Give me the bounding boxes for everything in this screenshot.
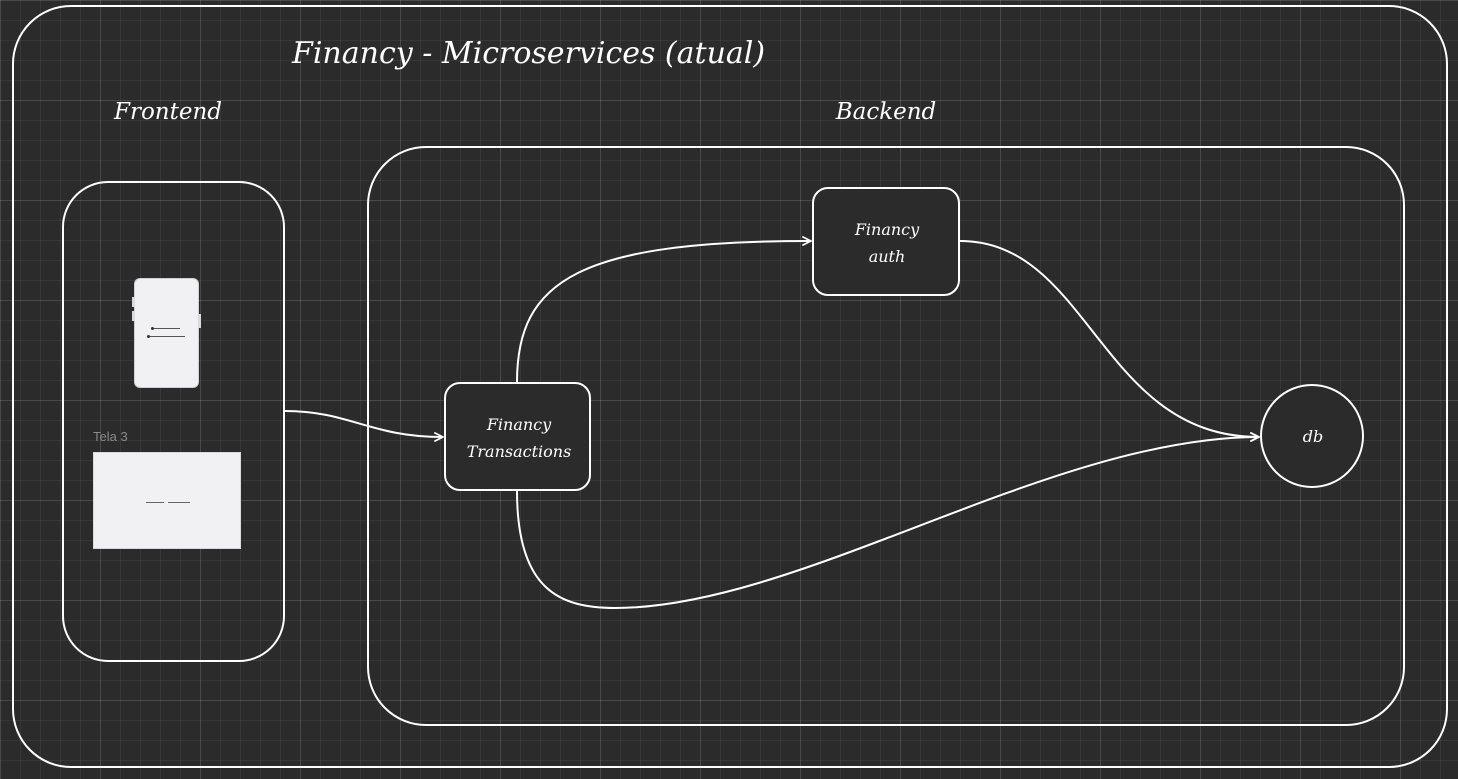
phone-content-dot: [147, 335, 150, 338]
desktop-frame-thumbnail[interactable]: [93, 452, 241, 549]
node-db[interactable]: db: [1260, 384, 1364, 488]
node-transactions-line2: Transactions: [467, 442, 572, 461]
node-auth-line1: Financy: [854, 220, 920, 239]
connector-transactions-to-db[interactable]: [516, 432, 1260, 610]
frontend-label: Frontend: [113, 99, 222, 125]
backend-label: Backend: [835, 99, 937, 125]
connector-transactions-to-auth[interactable]: [516, 236, 812, 383]
desktop-frame-label[interactable]: Tela 3: [93, 429, 128, 444]
outer-container[interactable]: [12, 5, 1448, 768]
mobile-frame-thumbnail[interactable]: [132, 279, 201, 387]
node-financy-auth[interactable]: Financy auth: [812, 187, 960, 296]
desktop-content-line: [146, 502, 164, 503]
phone-side-button: [132, 297, 135, 307]
connector-frontend-to-transactions[interactable]: [284, 410, 444, 442]
node-transactions-line1: Financy: [486, 415, 552, 434]
phone-side-button: [198, 314, 201, 328]
node-auth-line2: auth: [869, 247, 906, 266]
node-financy-transactions[interactable]: Financy Transactions: [444, 382, 591, 491]
phone-content-line: [150, 336, 185, 337]
desktop-content-line: [168, 502, 190, 503]
diagram-title: Financy - Microservices (atual): [291, 36, 765, 71]
connector-auth-to-db[interactable]: [959, 240, 1260, 442]
phone-side-button: [132, 311, 135, 321]
node-db-label: db: [1303, 427, 1323, 446]
phone-content-dot: [151, 327, 154, 330]
frontend-container[interactable]: [62, 181, 285, 662]
phone-content-line: [154, 328, 180, 329]
backend-container[interactable]: [367, 146, 1405, 726]
